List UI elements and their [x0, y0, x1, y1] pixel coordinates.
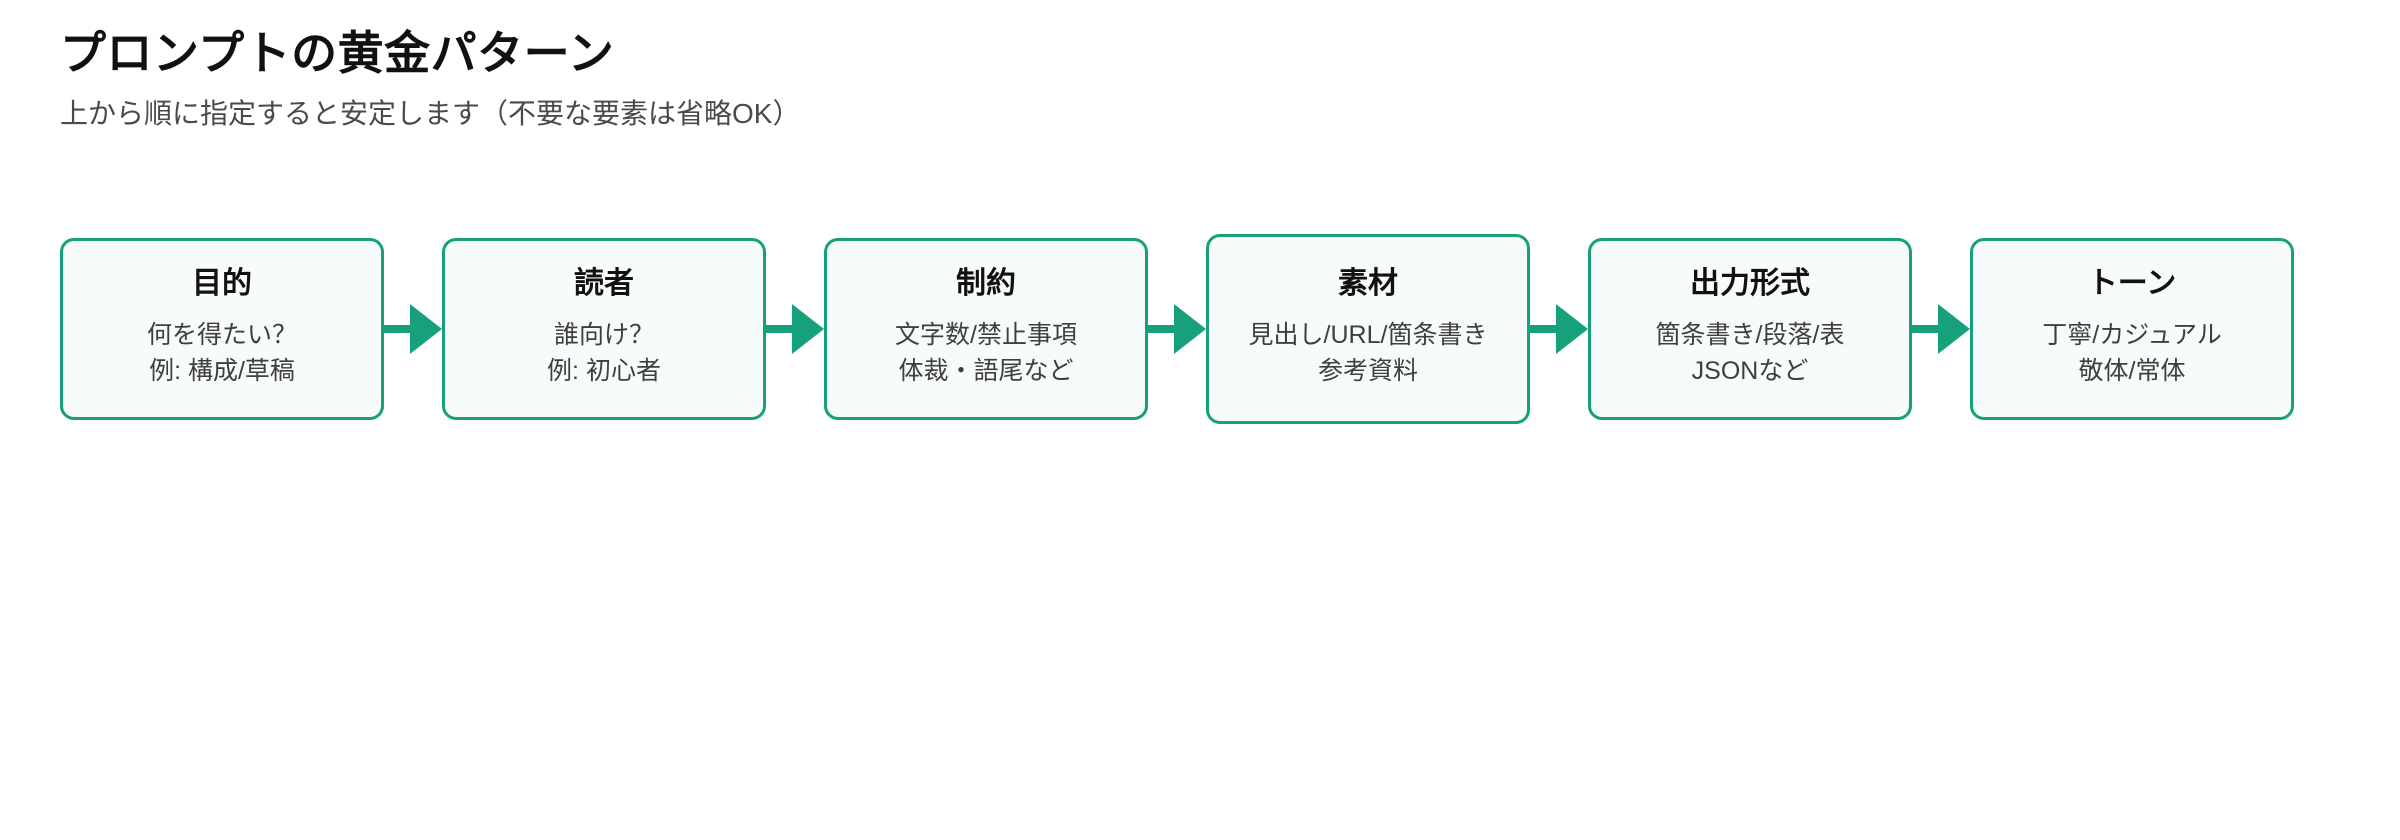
- flow-step-body-line: 参考資料: [1317, 356, 1418, 385]
- flow-step-body-line: 例: 初心者: [547, 356, 661, 385]
- flow-step-card-audience[interactable]: 読者 誰向け？ 例: 初心者: [442, 238, 766, 420]
- flow-step-title: 目的: [192, 266, 252, 300]
- flow-step-body: 箇条書き/段落/表 JSONなど: [1656, 318, 1845, 389]
- arrow-tail: [1912, 325, 1942, 333]
- flow-step-body: 丁寧/カジュアル 敬体/常体: [2042, 318, 2221, 389]
- flow-step-body: 誰向け？ 例: 初心者: [547, 318, 661, 389]
- flow-step-body: 見出し/URL/箇条書き 参考資料: [1249, 318, 1488, 389]
- arrow-right-icon: [1912, 299, 1970, 359]
- arrow-tail: [766, 325, 796, 333]
- flow-step-card-purpose[interactable]: 目的 何を得たい？ 例: 構成/草稿: [60, 238, 384, 420]
- flow-step-title: 制約: [956, 266, 1016, 300]
- flow-step-body: 文字数/禁止事項 体裁・語尾など: [895, 318, 1077, 389]
- arrow-right-icon: [766, 299, 824, 359]
- arrow-head: [792, 304, 824, 354]
- arrow-tail: [1530, 325, 1560, 333]
- flow-step-body-line: 文字数/禁止事項: [895, 321, 1077, 350]
- arrow-head: [1174, 304, 1206, 354]
- arrow-tail: [384, 325, 414, 333]
- flow-step-card-constraints[interactable]: 制約 文字数/禁止事項 体裁・語尾など: [824, 238, 1148, 420]
- flow-step-body-line: 丁寧/カジュアル: [2042, 321, 2222, 350]
- flow-step-title: 読者: [574, 266, 634, 300]
- flow-step-title: 素材: [1338, 266, 1398, 300]
- flow-step-body-line: 体裁・語尾など: [898, 356, 1074, 385]
- flow-step-title: 出力形式: [1690, 266, 1810, 300]
- flow-step-body-line: 何を得たい？: [146, 321, 297, 350]
- flow-step-title: トーン: [2087, 266, 2177, 300]
- prompt-pattern-flow: 目的 何を得たい？ 例: 構成/草稿 読者 誰向け？ 例: 初心者 制約 文字数…: [60, 234, 2294, 424]
- arrow-head: [410, 304, 442, 354]
- flow-step-body-line: 誰向け？: [553, 321, 654, 350]
- page-subtitle: 上から順に指定すると安定します（不要な要素は省略OK）: [60, 98, 801, 130]
- arrow-right-icon: [1530, 299, 1588, 359]
- header-block: プロンプトの黄金パターン 上から順に指定すると安定します（不要な要素は省略OK）: [60, 26, 2260, 133]
- arrow-right-icon: [1148, 299, 1206, 359]
- arrow-head: [1556, 304, 1588, 354]
- flow-step-body-line: 例: 構成/草稿: [149, 356, 295, 385]
- flow-step-card-material[interactable]: 素材 見出し/URL/箇条書き 参考資料: [1206, 234, 1530, 424]
- flow-step-card-tone[interactable]: トーン 丁寧/カジュアル 敬体/常体: [1970, 238, 2294, 420]
- flow-step-body-line: 箇条書き/段落/表: [1655, 321, 1845, 350]
- arrow-head: [1938, 304, 1970, 354]
- flow-step-body-line: 敬体/常体: [2078, 356, 2186, 385]
- flow-step-body: 何を得たい？ 例: 構成/草稿: [147, 318, 297, 389]
- flow-step-card-output-format[interactable]: 出力形式 箇条書き/段落/表 JSONなど: [1588, 238, 1912, 420]
- arrow-tail: [1148, 325, 1178, 333]
- arrow-right-icon: [384, 299, 442, 359]
- page-title: プロンプトの黄金パターン: [60, 27, 615, 79]
- flow-step-body-line: 見出し/URL/箇条書き: [1248, 321, 1488, 350]
- flow-step-body-line: JSONなど: [1691, 356, 1809, 385]
